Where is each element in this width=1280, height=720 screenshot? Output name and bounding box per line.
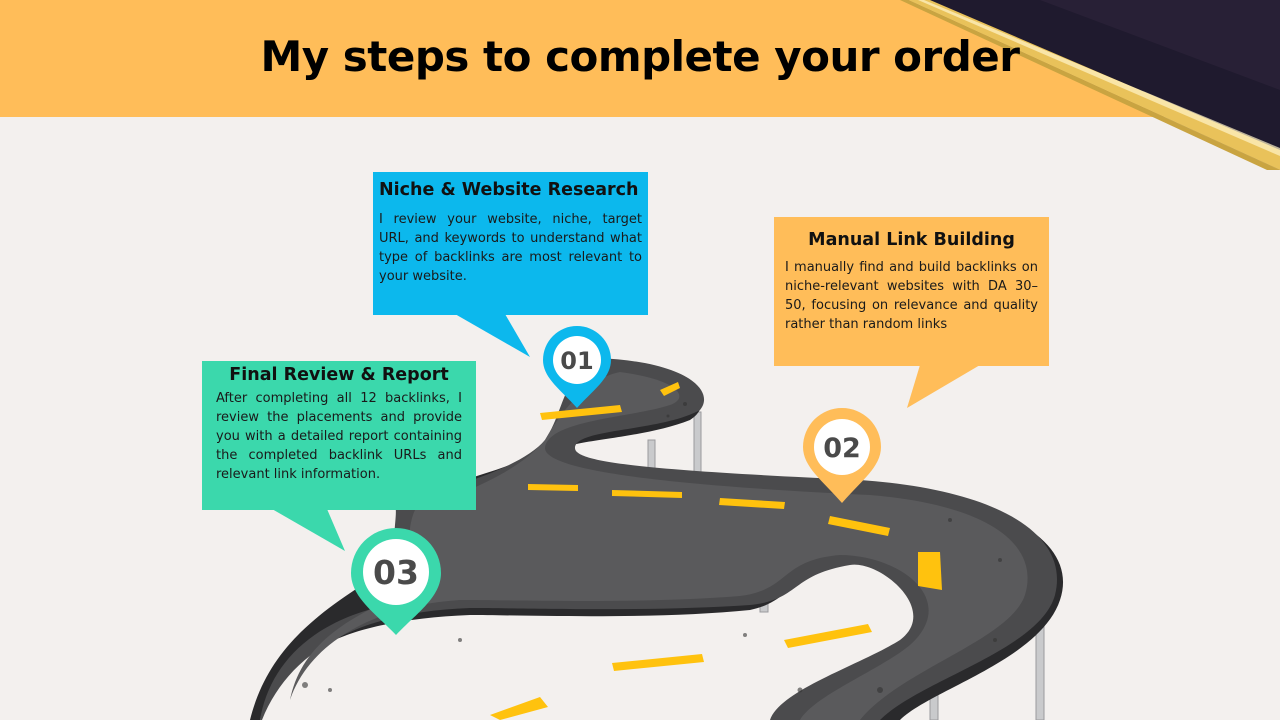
page-title: My steps to complete your order (260, 32, 1020, 81)
pin-02: 02 (803, 408, 881, 503)
callout-01-tail (455, 314, 530, 357)
step-01-callout: Niche & Website Research I review your w… (373, 172, 648, 315)
step-03-text: After completing all 12 backlinks, I rev… (216, 391, 462, 482)
step-01-text: I review your website, niche, target URL… (379, 212, 642, 284)
corner-decoration (900, 0, 1280, 170)
pin-01-label: 01 (560, 347, 593, 375)
callout-02-tail (907, 365, 980, 408)
pin-02-label: 02 (823, 433, 861, 464)
pin-03: 03 (351, 528, 441, 635)
step-02-text: I manually find and build backlinks on n… (785, 260, 1038, 332)
step-02-callout: Manual Link Building I manually find and… (774, 217, 1049, 366)
step-02-title: Manual Link Building (808, 230, 1015, 250)
pin-03-label: 03 (373, 553, 419, 592)
step-03-title: Final Review & Report (229, 365, 449, 385)
step-01-title: Niche & Website Research (379, 180, 639, 200)
lane-markings (490, 382, 942, 720)
pin-01: 01 (543, 326, 611, 408)
step-03-callout: Final Review & Report After completing a… (202, 361, 476, 510)
callout-03-tail (272, 509, 345, 551)
